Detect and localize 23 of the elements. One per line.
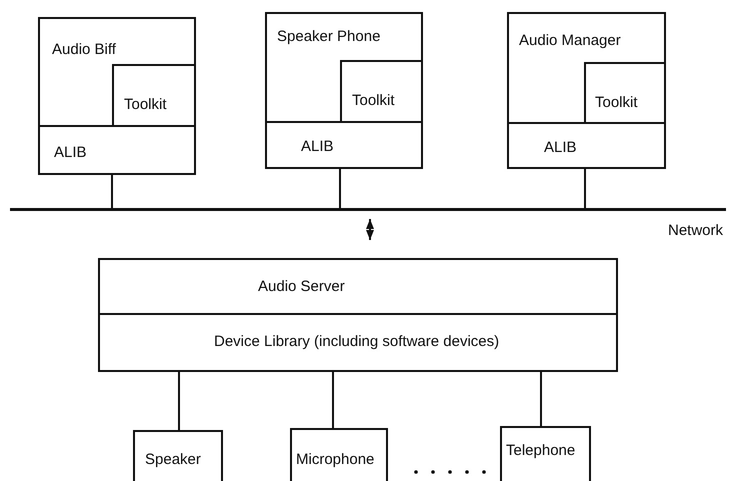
application-box [507,12,666,169]
device-box: Speaker [133,430,223,481]
toolkit-layer: Toolkit [584,62,666,124]
connector-line [584,169,586,208]
device-box: Telephone [500,426,591,481]
toolkit-layer: Toolkit [112,64,196,127]
connector-line [178,372,180,430]
toolkit-layer: Toolkit [340,60,423,123]
connector-line [540,372,542,426]
arrow [366,219,374,240]
application-name: Speaker Phone [277,28,380,45]
server-layer: Audio Server [98,258,618,315]
connector-line [111,175,113,208]
connector-line [339,169,341,208]
network-label: Network [668,222,724,239]
application-name: Audio Biff [52,41,116,58]
connector-line [332,372,334,428]
library-layer: Device Library (including software devices) [98,313,618,372]
network-line [10,208,726,211]
application-name: Audio Manager [519,32,621,49]
application-box [265,12,423,169]
device-box: Microphone [290,428,388,481]
application-box [38,17,196,175]
